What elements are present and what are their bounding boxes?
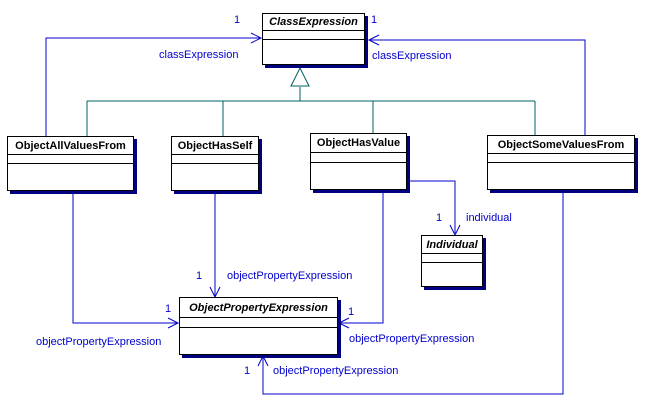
class-box-objectsomevaluesfrom[interactable]: ObjectSomeValuesFrom: [487, 135, 635, 190]
arrowhead-right-icon: [167, 317, 180, 329]
role-label: objectPropertyExpression: [273, 365, 399, 377]
multiplicity-label: 1: [244, 365, 251, 377]
attributes-compartment: [8, 155, 133, 164]
association-edges: [45, 32, 586, 395]
generalization-triangle-icon: [290, 66, 310, 87]
edge-allvaluesfrom-classexpression: [45, 37, 260, 136]
multiplicity-label: 1: [371, 14, 378, 26]
class-box-objecthasvalue[interactable]: ObjectHasValue: [310, 133, 407, 190]
role-label: individual: [466, 212, 512, 224]
class-box-individual[interactable]: Individual: [421, 235, 483, 287]
class-name: ObjectSomeValuesFrom: [488, 136, 634, 154]
role-label: objectPropertyExpression: [349, 333, 475, 345]
role-label: classExpression: [372, 50, 452, 62]
attributes-compartment: [180, 318, 337, 328]
edge-hasvalue-individual: [407, 180, 456, 233]
class-box-objectallvaluesfrom[interactable]: ObjectAllValuesFrom: [7, 136, 134, 191]
arrowhead-right-icon: [250, 32, 263, 44]
multiplicity-label: 1: [436, 212, 443, 224]
arrowhead-left-icon: [367, 34, 380, 46]
class-name: ClassExpression: [263, 14, 364, 31]
multiplicity-label: 1: [234, 14, 241, 26]
attributes-compartment: [422, 254, 482, 263]
edge-somevaluesfrom-classexpression: [370, 39, 586, 135]
generalization-edges: [86, 66, 536, 136]
class-box-objecthasself[interactable]: ObjectHasSelf: [171, 136, 259, 191]
multiplicity-label: 1: [165, 303, 172, 315]
attributes-compartment: [263, 31, 364, 40]
attributes-compartment: [488, 154, 634, 163]
edge-somevaluesfrom-objectpropertyexpression: [262, 190, 564, 395]
edge-hasvalue-objectpropertyexpression: [340, 190, 384, 324]
class-name: Individual: [422, 236, 482, 254]
class-box-classexpression[interactable]: ClassExpression: [262, 13, 365, 65]
class-box-objectpropertyexpression[interactable]: ObjectPropertyExpression: [179, 297, 338, 355]
role-label: classExpression: [159, 49, 239, 61]
arrowhead-up-icon: [257, 354, 269, 367]
attributes-compartment: [172, 155, 258, 164]
multiplicity-label: 1: [348, 306, 355, 318]
attributes-compartment: [311, 153, 406, 163]
role-label: objectPropertyExpression: [227, 270, 353, 282]
class-name: ObjectPropertyExpression: [180, 298, 337, 318]
role-label: objectPropertyExpression: [36, 336, 162, 348]
class-name: ObjectHasValue: [311, 134, 406, 153]
arrowhead-left-icon: [337, 317, 350, 329]
class-name: ObjectHasSelf: [172, 137, 258, 155]
edge-allvaluesfrom-objectpropertyexpression: [72, 192, 177, 324]
multiplicity-label: 1: [196, 270, 203, 282]
class-name: ObjectAllValuesFrom: [8, 137, 133, 155]
